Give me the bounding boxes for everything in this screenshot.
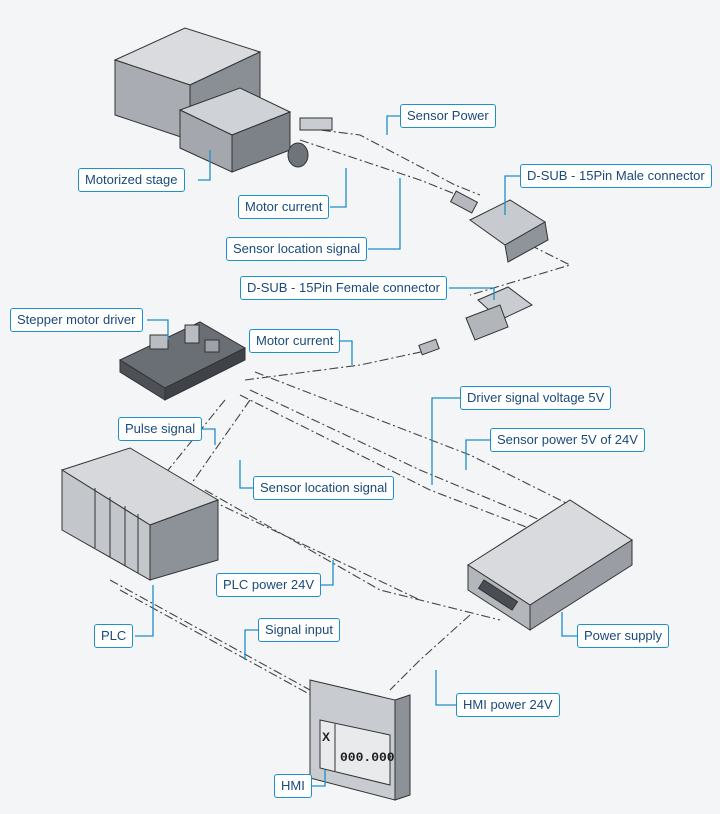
callout-sensor-power: Sensor Power <box>400 104 496 128</box>
callout-sensor-location-top: Sensor location signal <box>226 237 368 261</box>
callout-stepper-motor-driver: Stepper motor driver <box>10 308 143 332</box>
callout-signal-input: Signal input <box>258 618 340 642</box>
callout-sensor-power-5v-24v: Sensor power 5V of 24V <box>490 428 645 452</box>
dsub-male-connector <box>449 190 549 263</box>
callout-pulse-signal: Pulse signal <box>118 417 203 441</box>
callout-driver-signal-voltage: Driver signal voltage 5V <box>460 386 612 410</box>
callout-dsub-male-connector: D-SUB - 15Pin Male connector <box>520 164 712 188</box>
callout-plc: PLC <box>94 624 134 648</box>
wiring-lines <box>109 127 591 701</box>
callout-hmi-power: HMI power 24V <box>456 693 560 717</box>
callout-leaders <box>135 115 577 787</box>
power-supply-unit <box>467 499 633 631</box>
stepper-motor-driver <box>118 321 247 401</box>
hmi-axis-label: X <box>322 730 331 744</box>
callout-hmi: HMI <box>274 774 312 798</box>
callout-motor-current-mid: Motor current <box>249 329 341 353</box>
hmi-readout: 000.000 <box>340 750 395 765</box>
dsub-female-connector <box>418 286 533 356</box>
motorized-stage <box>113 27 333 173</box>
plc-unit <box>60 447 220 581</box>
callout-plc-power: PLC power 24V <box>216 573 322 597</box>
callout-motor-current-top: Motor current <box>238 195 330 219</box>
hmi-panel <box>309 679 411 801</box>
callout-sensor-location-mid: Sensor location signal <box>253 476 395 500</box>
callout-power-supply: Power supply <box>577 624 670 648</box>
callout-dsub-female-connector: D-SUB - 15Pin Female connector <box>240 276 447 300</box>
callout-motorized-stage: Motorized stage <box>78 168 185 192</box>
